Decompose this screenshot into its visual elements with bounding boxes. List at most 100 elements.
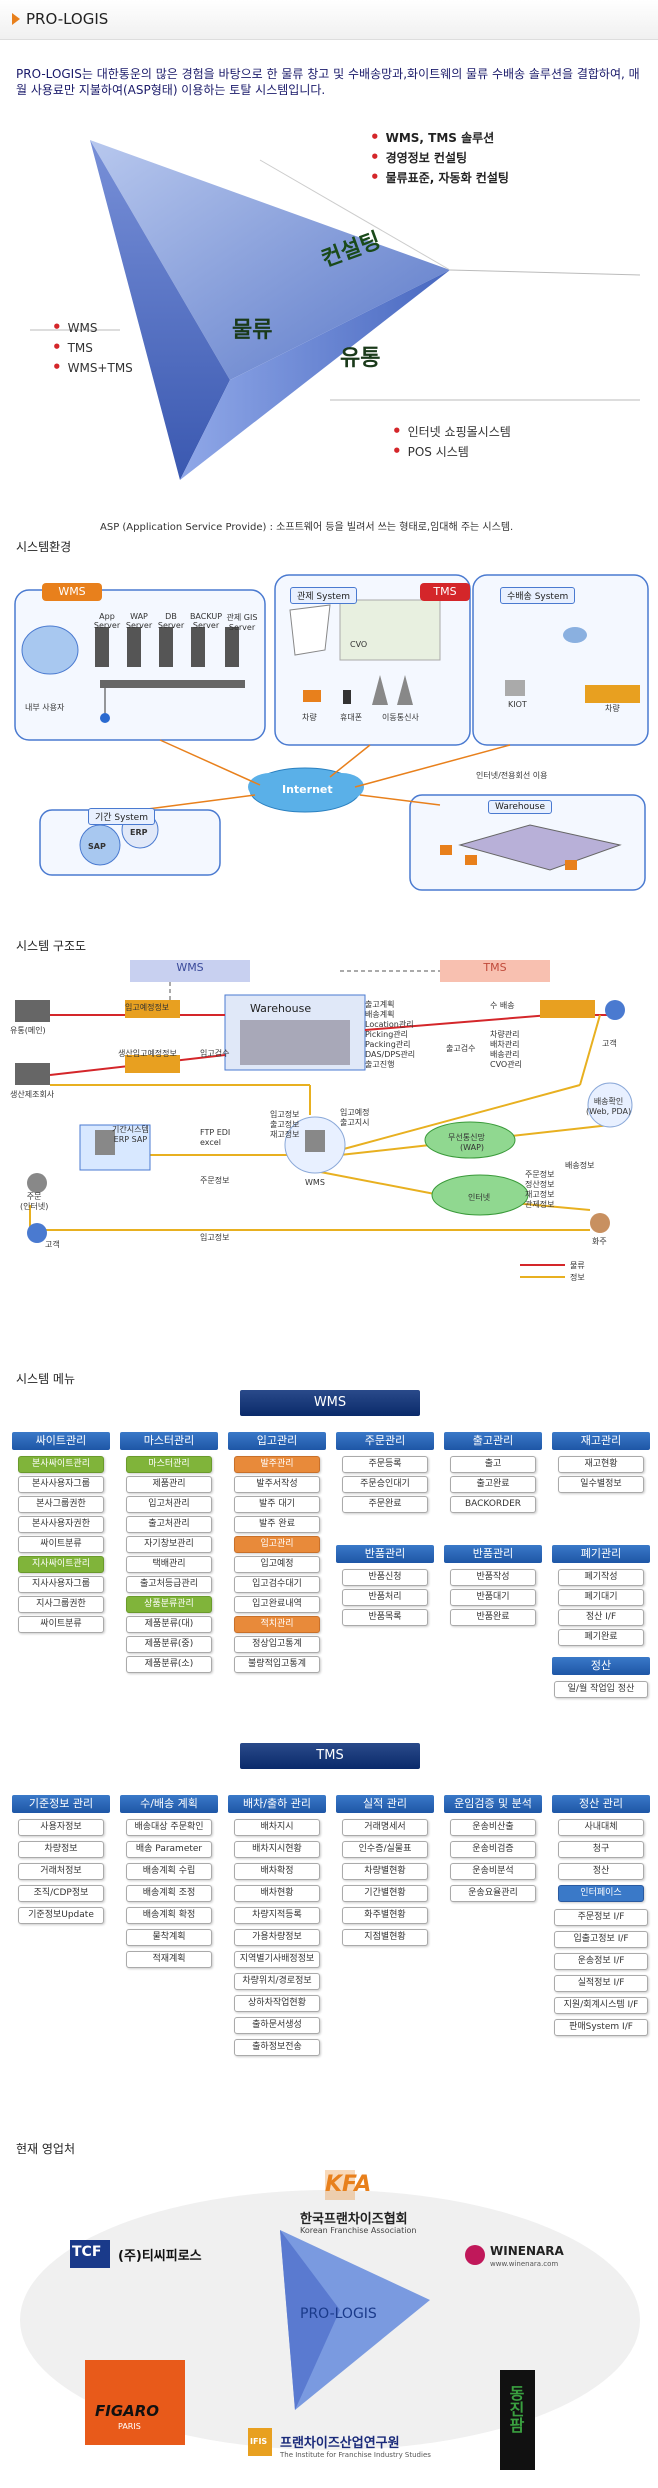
wms-menu-item[interactable]: 출고처관리 [126,1516,212,1533]
tms-menu-item[interactable]: 배차현황 [234,1885,320,1902]
tms-menu-item[interactable]: 배송계획 수립 [126,1863,212,1880]
wms-menu-header[interactable]: 폐기관리 [552,1545,650,1563]
wms-menu-item[interactable]: 지사그룹권한 [18,1596,104,1613]
tms-menu-header[interactable]: 실적 관리 [336,1795,434,1813]
tms-menu-item[interactable]: 사내대체 [558,1819,644,1836]
tms-menu-item[interactable]: 지역별기사배정정보 [234,1951,320,1968]
tms-menu-header[interactable]: 운임검증 및 분석 [444,1795,542,1813]
tms-menu-item[interactable]: 물착계획 [126,1929,212,1946]
wms-menu-item[interactable]: 정상입고통계 [234,1636,320,1653]
tms-menu-item[interactable]: 배차지시 [234,1819,320,1836]
wms-menu-item[interactable]: 반품완료 [450,1609,536,1626]
tms-menu-header[interactable]: 기준정보 관리 [12,1795,110,1813]
tms-menu-item[interactable]: 차량지적등록 [234,1907,320,1924]
wms-menu-item[interactable]: 반품신청 [342,1569,428,1586]
tms-menu-item[interactable]: 운송요율관리 [450,1885,536,1902]
wms-menu-item[interactable]: 입고처관리 [126,1496,212,1513]
wms-menu-item[interactable]: 반품작성 [450,1569,536,1586]
tms-interface-item[interactable]: 운송정보 I/F [554,1953,648,1970]
wms-menu-item[interactable]: 발주 대기 [234,1496,320,1513]
wms-menu-item[interactable]: 제품관리 [126,1476,212,1493]
wms-menu-item[interactable]: 적치관리 [234,1616,320,1633]
wms-menu-item[interactable]: 입고예정 [234,1556,320,1573]
wms-menu-item[interactable]: 주문등록 [342,1456,428,1473]
tms-menu-item[interactable]: 운송비분석 [450,1863,536,1880]
wms-menu-header[interactable]: 입고관리 [228,1432,326,1450]
wms-menu-item[interactable]: 입고관리 [234,1536,320,1553]
wms-menu-item[interactable]: 입고완료내역 [234,1596,320,1613]
tms-interface-item[interactable]: 주문정보 I/F [554,1909,648,1926]
tms-menu-item[interactable]: 가용차량정보 [234,1929,320,1946]
wms-menu-item[interactable]: 재고현황 [558,1456,644,1473]
tms-menu-item[interactable]: 차량별현황 [342,1863,428,1880]
tms-menu-item[interactable]: 거래명세서 [342,1819,428,1836]
wms-menu-item[interactable]: 폐기대기 [558,1589,644,1606]
wms-menu-header[interactable]: 반품관리 [444,1545,542,1563]
tms-menu-item[interactable]: 정산 [558,1863,644,1880]
wms-menu-item[interactable]: 본사사용자그룹 [18,1476,104,1493]
tms-interface-item[interactable]: 실적정보 I/F [554,1975,648,1992]
wms-menu-item[interactable]: 일수별정보 [558,1476,644,1493]
tms-menu-item[interactable]: 차량위치/경로정보 [234,1973,320,1990]
wms-menu-item[interactable]: 주문승인대기 [342,1476,428,1493]
wms-menu-item[interactable]: 폐기작성 [558,1569,644,1586]
wms-menu-item[interactable]: 상품분류관리 [126,1596,212,1613]
tms-menu-item[interactable]: 출하문서생성 [234,2017,320,2034]
tms-menu-item[interactable]: 지점별현황 [342,1929,428,1946]
tms-menu-item[interactable]: 배차지시현황 [234,1841,320,1858]
wms-menu-header[interactable]: 주문관리 [336,1432,434,1450]
wms-menu-item[interactable]: 발주 완료 [234,1516,320,1533]
wms-menu-item[interactable]: 발주관리 [234,1456,320,1473]
wms-settlement-header[interactable]: 정산 [552,1657,650,1675]
wms-menu-item[interactable]: 지사사용자그룹 [18,1576,104,1593]
tms-interface-item[interactable]: 지원/회계시스템 I/F [554,1997,648,2014]
wms-menu-item[interactable]: 제품분류(소) [126,1656,212,1673]
tms-menu-item[interactable]: 상하차작업현황 [234,1995,320,2012]
wms-menu-item[interactable]: 출고 [450,1456,536,1473]
wms-menu-item[interactable]: 주문완료 [342,1496,428,1513]
tms-menu-item[interactable]: 청구 [558,1841,644,1858]
wms-menu-item[interactable]: 제품분류(대) [126,1616,212,1633]
tms-menu-header[interactable]: 수/배송 계획 [120,1795,218,1813]
wms-menu-item[interactable]: 본사그룹권한 [18,1496,104,1513]
wms-menu-header[interactable]: 반품관리 [336,1545,434,1563]
wms-settlement-item[interactable]: 일/월 작업입 정산 [554,1681,648,1698]
wms-menu-item[interactable]: 싸이트분류 [18,1536,104,1553]
tms-menu-item[interactable]: 조직/CDP정보 [18,1885,104,1902]
wms-menu-item[interactable]: 반품목록 [342,1609,428,1626]
tms-menu-item[interactable]: 기준정보Update [18,1907,104,1924]
wms-menu-header[interactable]: 재고관리 [552,1432,650,1450]
tms-menu-item[interactable]: 운송비산출 [450,1819,536,1836]
wms-menu-item[interactable]: 지사싸이트관리 [18,1556,104,1573]
tms-menu-header[interactable]: 정산 관리 [552,1795,650,1813]
wms-menu-item[interactable]: 출고처등급관리 [126,1576,212,1593]
tms-menu-item[interactable]: 배송대상 주문확인 [126,1819,212,1836]
tms-menu-item[interactable]: 적재계획 [126,1951,212,1968]
tms-menu-item[interactable]: 배송계획 조정 [126,1885,212,1902]
tms-menu-item[interactable]: 화주별현황 [342,1907,428,1924]
tms-menu-item[interactable]: 차량정보 [18,1841,104,1858]
tms-menu-item[interactable]: 거래처정보 [18,1863,104,1880]
tms-interface-item[interactable]: 입출고정보 I/F [554,1931,648,1948]
tms-menu-item[interactable]: 배송계획 확정 [126,1907,212,1924]
wms-menu-item[interactable]: 발주서작성 [234,1476,320,1493]
wms-menu-item[interactable]: 본사싸이트관리 [18,1456,104,1473]
wms-menu-item[interactable]: 정산 I/F [558,1609,644,1626]
wms-menu-item[interactable]: 불량적입고통계 [234,1656,320,1673]
wms-menu-item[interactable]: 본사사용자권한 [18,1516,104,1533]
tms-menu-item[interactable]: 기간별현황 [342,1885,428,1902]
wms-menu-item[interactable]: 반품대기 [450,1589,536,1606]
tms-menu-item[interactable]: 배차확정 [234,1863,320,1880]
wms-menu-header[interactable]: 마스터관리 [120,1432,218,1450]
wms-menu-item[interactable]: 싸이트분류 [18,1616,104,1633]
wms-menu-item[interactable]: BACKORDER [450,1496,536,1513]
tms-interface-header[interactable]: 인터페이스 [558,1885,644,1902]
wms-menu-item[interactable]: 폐기완료 [558,1629,644,1646]
tms-menu-item[interactable]: 인수증/실물표 [342,1841,428,1858]
wms-menu-item[interactable]: 마스터관리 [126,1456,212,1473]
tms-menu-item[interactable]: 배송 Parameter [126,1841,212,1858]
tms-interface-item[interactable]: 판매System I/F [554,2019,648,2036]
wms-menu-item[interactable]: 반품처리 [342,1589,428,1606]
wms-menu-header[interactable]: 싸이트관리 [12,1432,110,1450]
wms-menu-item[interactable]: 입고검수대기 [234,1576,320,1593]
